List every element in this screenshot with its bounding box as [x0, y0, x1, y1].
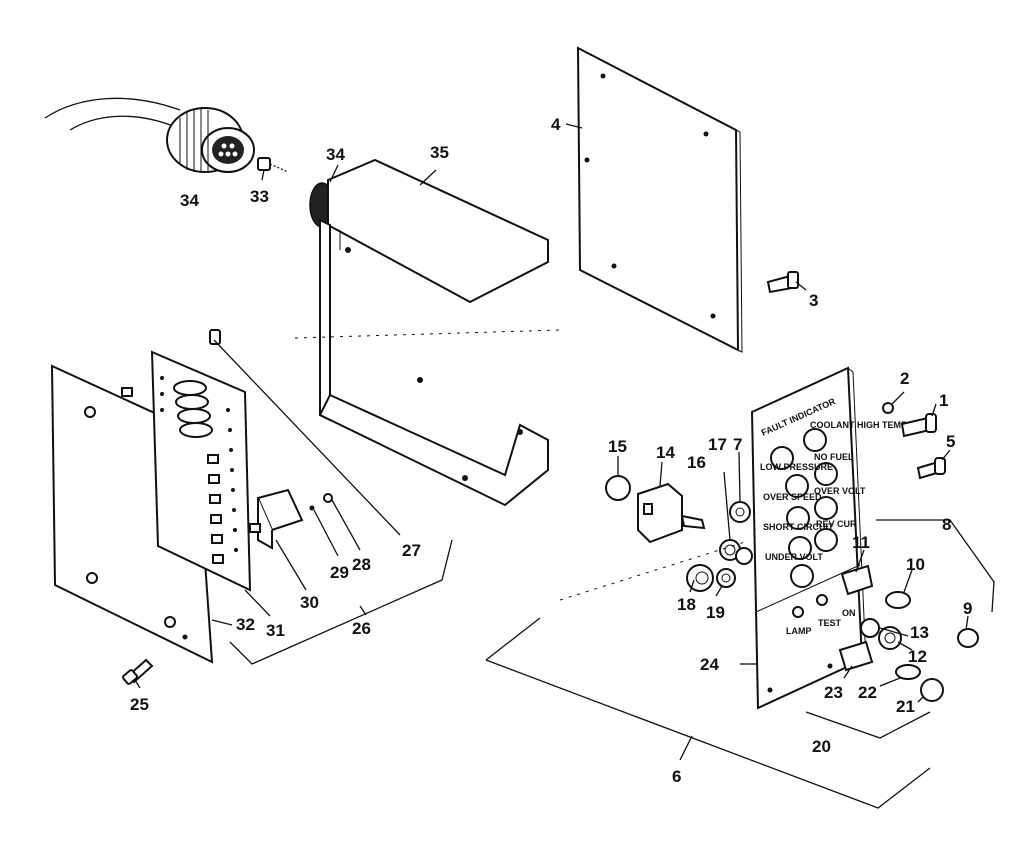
callout-8: 8	[942, 515, 951, 534]
mounting-bracket	[309, 158, 549, 507]
label-reverse-current: REV CUR	[816, 519, 857, 529]
circuit-board-assembly	[50, 350, 252, 664]
lamp-15	[605, 475, 631, 501]
relay-30	[249, 488, 304, 550]
callout-13: 13	[910, 623, 929, 642]
callout-35: 35	[430, 143, 449, 162]
screw-27	[209, 329, 221, 345]
cap-21	[920, 678, 944, 702]
lamp-coolant-high-temp	[803, 428, 827, 452]
callout-28: 28	[352, 555, 371, 574]
callout-1: 1	[939, 391, 948, 410]
callout-7: 7	[733, 435, 742, 454]
board-components	[160, 376, 238, 564]
lamp-low-pressure	[770, 446, 794, 470]
callout-25: 25	[130, 695, 149, 714]
screw-5	[916, 457, 946, 480]
label-over-speed: OVER SPEED	[763, 492, 822, 502]
switch-23	[838, 640, 874, 672]
callout-4: 4	[551, 115, 561, 134]
callout-32: 32	[236, 615, 255, 634]
lens-7	[729, 501, 751, 523]
callout-29: 29	[330, 563, 349, 582]
washer-2	[882, 402, 894, 414]
washer-19	[716, 568, 736, 588]
callout-30: 30	[300, 593, 319, 612]
callout-21: 21	[896, 697, 915, 716]
nut-18	[686, 564, 714, 592]
screw-25	[122, 658, 154, 685]
callout-14: 14	[656, 443, 675, 462]
callout-9: 9	[963, 599, 972, 618]
screw-3	[766, 271, 799, 294]
lamp-9	[957, 628, 979, 648]
callout-15: 15	[608, 437, 627, 456]
callout-20: 20	[812, 737, 831, 756]
label-no-fuel: NO FUEL	[814, 452, 854, 462]
label-lamp: LAMP	[786, 626, 812, 636]
leader-lines	[134, 123, 995, 809]
label-on: ON	[842, 608, 856, 618]
label-short-circuit: SHORT CIRCUIT	[763, 522, 834, 532]
nut-17	[735, 547, 753, 565]
callout-22: 22	[858, 683, 877, 702]
callout-5: 5	[946, 432, 955, 451]
screw-28	[309, 493, 333, 511]
label-under-volt: UNDER VOLT	[765, 552, 823, 562]
lamp-reverse-current	[814, 528, 838, 552]
cable-connector	[44, 97, 255, 173]
label-coolant-high-temp: COOLANT HIGH TEMP	[810, 420, 907, 430]
lamp-holder-11	[840, 564, 874, 596]
callout-23: 23	[824, 683, 843, 702]
nut-12	[878, 626, 902, 650]
label-low-pressure: LOW PRESSURE	[760, 462, 833, 472]
label-test: TEST	[818, 618, 842, 628]
lamp-short-circuit	[786, 506, 810, 530]
callout-19: 19	[706, 603, 725, 622]
cover-plate	[576, 46, 743, 353]
lamp-over-speed	[785, 474, 809, 498]
label-over-volt: OVER VOLT	[814, 486, 866, 496]
callout-34-bracket: 34	[326, 145, 345, 164]
screw-1	[900, 413, 937, 438]
callout-24: 24	[700, 655, 719, 674]
callout-17: 17	[708, 435, 727, 454]
nut-13	[860, 618, 880, 638]
callout-18: 18	[677, 595, 696, 614]
callout-31: 31	[266, 621, 285, 640]
lamp-over-volt	[814, 496, 838, 520]
callout-16: 16	[687, 453, 706, 472]
screw-33	[257, 157, 289, 173]
callout-26: 26	[352, 619, 371, 638]
toggle-switch	[637, 482, 706, 544]
callout-11: 11	[852, 533, 870, 552]
lamp-10	[885, 591, 911, 609]
lamp-no-fuel	[814, 462, 838, 486]
callout-2: 2	[900, 369, 909, 388]
callout-labels: 1 2 3 4 5 6 7 8 9 10 11 12 13 14 15 16 1…	[130, 115, 972, 786]
callout-34-connector: 34	[180, 191, 199, 210]
lamp-extra	[790, 564, 814, 588]
callout-3: 3	[809, 291, 818, 310]
callout-33: 33	[250, 187, 269, 206]
callout-10: 10	[906, 555, 925, 574]
plunger-22	[895, 664, 921, 680]
lamp-under-volt	[788, 536, 812, 560]
callout-6: 6	[672, 767, 681, 786]
callout-12: 12	[908, 647, 927, 666]
fault-indicator-panel: FAULT INDICATOR LOW PRESSURE COOLANT HIG…	[750, 366, 907, 710]
callout-27: 27	[402, 541, 421, 560]
